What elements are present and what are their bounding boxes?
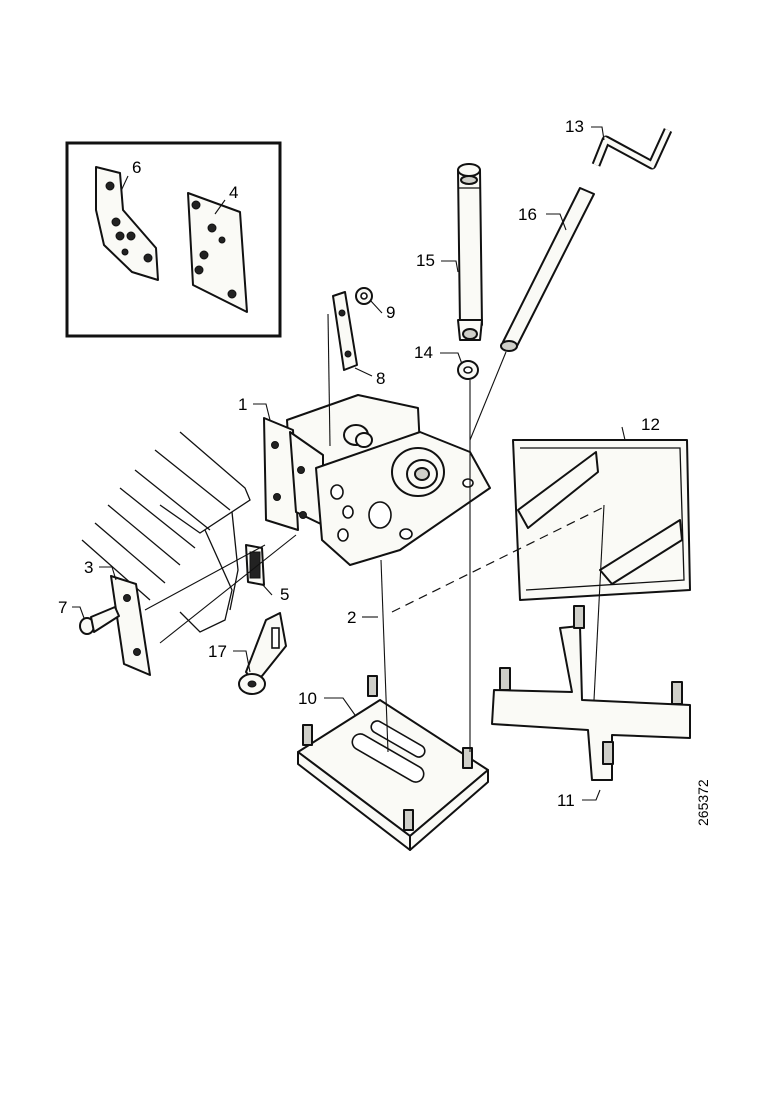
drawing-number: 265372 [695,779,711,826]
callout-label-1: 1 [238,395,247,414]
callout-leaders [72,126,626,801]
callout-label-5: 5 [280,585,289,604]
assembly-lines [144,313,605,753]
part-5-clamp-plate [245,544,265,586]
part-10-foot-plate [297,675,489,851]
part-14-washer [457,360,479,380]
part-17-bracket-clip [238,612,287,695]
part-13-crank-handle [591,128,673,170]
part-12-tray [512,439,691,601]
callout-label-17: 17 [208,642,227,661]
part-11-cross-base [491,605,691,781]
callout-label-9: 9 [386,303,395,322]
part-16-rod [500,187,595,352]
pin [343,424,373,448]
callout-label-13: 13 [565,117,584,136]
part-15-tube [457,163,483,341]
inset-detail-box [65,141,282,338]
chassis-outline [81,431,251,633]
part-1-main-bracket [263,394,491,566]
callout-label-12: 12 [641,415,660,434]
callout-label-6: 6 [132,158,141,177]
callout-label-8: 8 [376,369,385,388]
callout-label-11: 11 [557,791,575,810]
part-7-bolt [79,606,120,635]
callout-label-15: 15 [416,251,435,270]
callout-label-10: 10 [298,689,317,708]
callout-label-4: 4 [229,183,238,202]
callout-label-16: 16 [518,205,537,224]
part-4-plate [187,192,248,313]
part-8-strap [332,291,358,371]
callout-label-14: 14 [414,343,433,362]
bearing-housing [391,447,445,497]
callout-label-3: 3 [84,558,93,577]
part-6-plate [95,166,159,281]
part-9-nut [355,287,373,305]
part-3-mounting-plate [110,575,151,676]
callout-label-7: 7 [58,598,67,617]
callout-label-2: 2 [347,608,356,627]
